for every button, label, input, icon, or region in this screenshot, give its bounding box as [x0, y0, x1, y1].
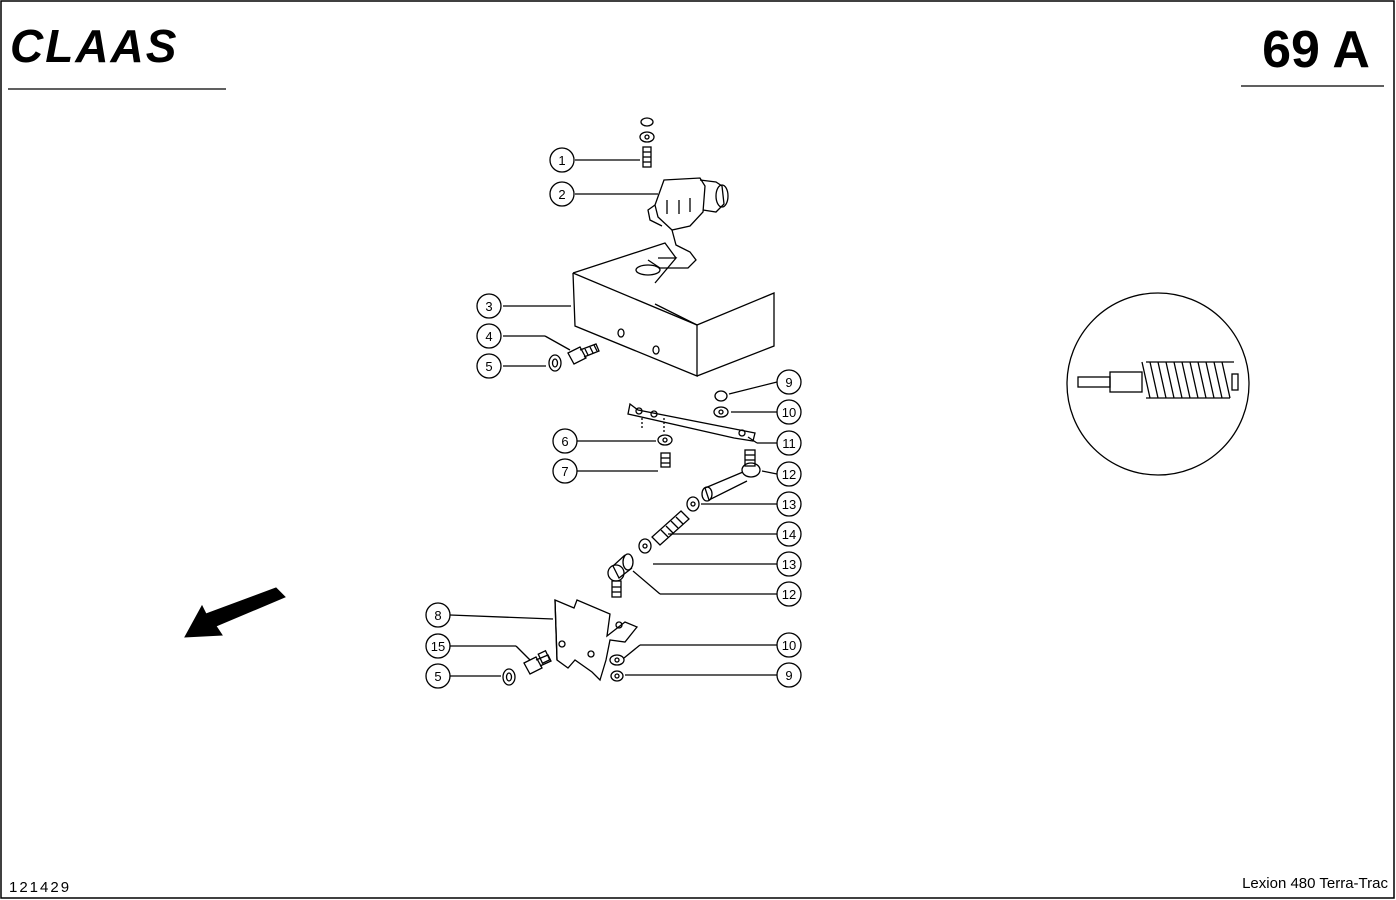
- callout-8: 8: [425, 602, 451, 628]
- travel-direction-arrow-icon: [184, 587, 286, 638]
- nut-part-13-upper: [686, 496, 700, 512]
- callout-9-lower: 9: [776, 662, 802, 688]
- svg-text:10: 10: [782, 405, 796, 420]
- washer-part-6: [657, 434, 673, 446]
- machine-model: Lexion 480 Terra-Trac: [1242, 875, 1388, 892]
- svg-text:6: 6: [561, 434, 568, 449]
- callout-4: 4: [476, 323, 502, 349]
- svg-text:5: 5: [434, 669, 441, 684]
- svg-text:15: 15: [431, 639, 445, 654]
- spring-detail-icon: [1066, 292, 1250, 476]
- callout-12-lower: 12: [776, 581, 802, 607]
- callouts: 1 2 3 4 5 6 7 9 10 11 12 13 14 13 12 8 1…: [425, 147, 802, 689]
- svg-text:5: 5: [485, 359, 492, 374]
- callout-2: 2: [549, 181, 575, 207]
- svg-text:4: 4: [485, 329, 492, 344]
- svg-text:13: 13: [782, 557, 796, 572]
- callout-13-lower: 13: [776, 551, 802, 577]
- callout-15: 15: [425, 633, 451, 659]
- svg-text:11: 11: [782, 436, 796, 451]
- ball-joint-part-12-lower: [607, 553, 634, 598]
- callout-12-upper: 12: [776, 461, 802, 487]
- svg-text:9: 9: [785, 668, 792, 683]
- callout-5-lower: 5: [425, 663, 451, 689]
- brand-logo: CLAAS: [10, 20, 178, 72]
- bracket-part-8: [554, 599, 639, 682]
- svg-text:3: 3: [485, 299, 492, 314]
- screw-part-7: [660, 452, 671, 468]
- svg-text:1: 1: [558, 153, 565, 168]
- callout-1: 1: [549, 147, 575, 173]
- top-nut-stack: [639, 117, 655, 143]
- page-number: 69 A: [1262, 21, 1370, 79]
- svg-text:13: 13: [782, 497, 796, 512]
- sensor-part-2: [647, 177, 729, 269]
- svg-text:2: 2: [558, 187, 565, 202]
- footer: 121429 Lexion 480 Terra-Trac: [9, 875, 1388, 896]
- callout-14: 14: [776, 521, 802, 547]
- callout-11: 11: [776, 430, 802, 456]
- exploded-drawing: [449, 117, 778, 686]
- housing-part-3: [572, 242, 775, 377]
- bolt-part-15: [523, 649, 552, 675]
- svg-text:12: 12: [782, 467, 796, 482]
- callout-7: 7: [552, 458, 578, 484]
- callout-9-upper: 9: [776, 369, 802, 395]
- bolt-part-4: [567, 343, 600, 365]
- callout-13-upper: 13: [776, 491, 802, 517]
- callout-3: 3: [476, 293, 502, 319]
- callout-5-upper: 5: [476, 353, 502, 379]
- svg-text:8: 8: [434, 608, 441, 623]
- header: CLAAS 69 A: [8, 20, 1384, 90]
- svg-text:10: 10: [782, 638, 796, 653]
- washer-part-5-upper: [548, 354, 562, 372]
- lever-part-11: [627, 402, 756, 442]
- leader-lines: [449, 159, 778, 677]
- svg-text:14: 14: [782, 527, 796, 542]
- nut-washer-upper: [713, 390, 729, 418]
- nut-washer-lower: [609, 654, 625, 682]
- washer-part-5-lower: [502, 668, 516, 686]
- threaded-rod-part-14: [651, 510, 690, 546]
- svg-text:12: 12: [782, 587, 796, 602]
- callout-10-upper: 10: [776, 399, 802, 425]
- drawing-number: 121429: [9, 879, 71, 896]
- nut-part-13-lower: [638, 538, 652, 554]
- svg-text:7: 7: [561, 464, 568, 479]
- callout-10-lower: 10: [776, 632, 802, 658]
- callout-6: 6: [552, 428, 578, 454]
- ball-joint-part-12-upper: [701, 449, 761, 502]
- screw-part-1: [642, 146, 652, 168]
- svg-text:9: 9: [785, 375, 792, 390]
